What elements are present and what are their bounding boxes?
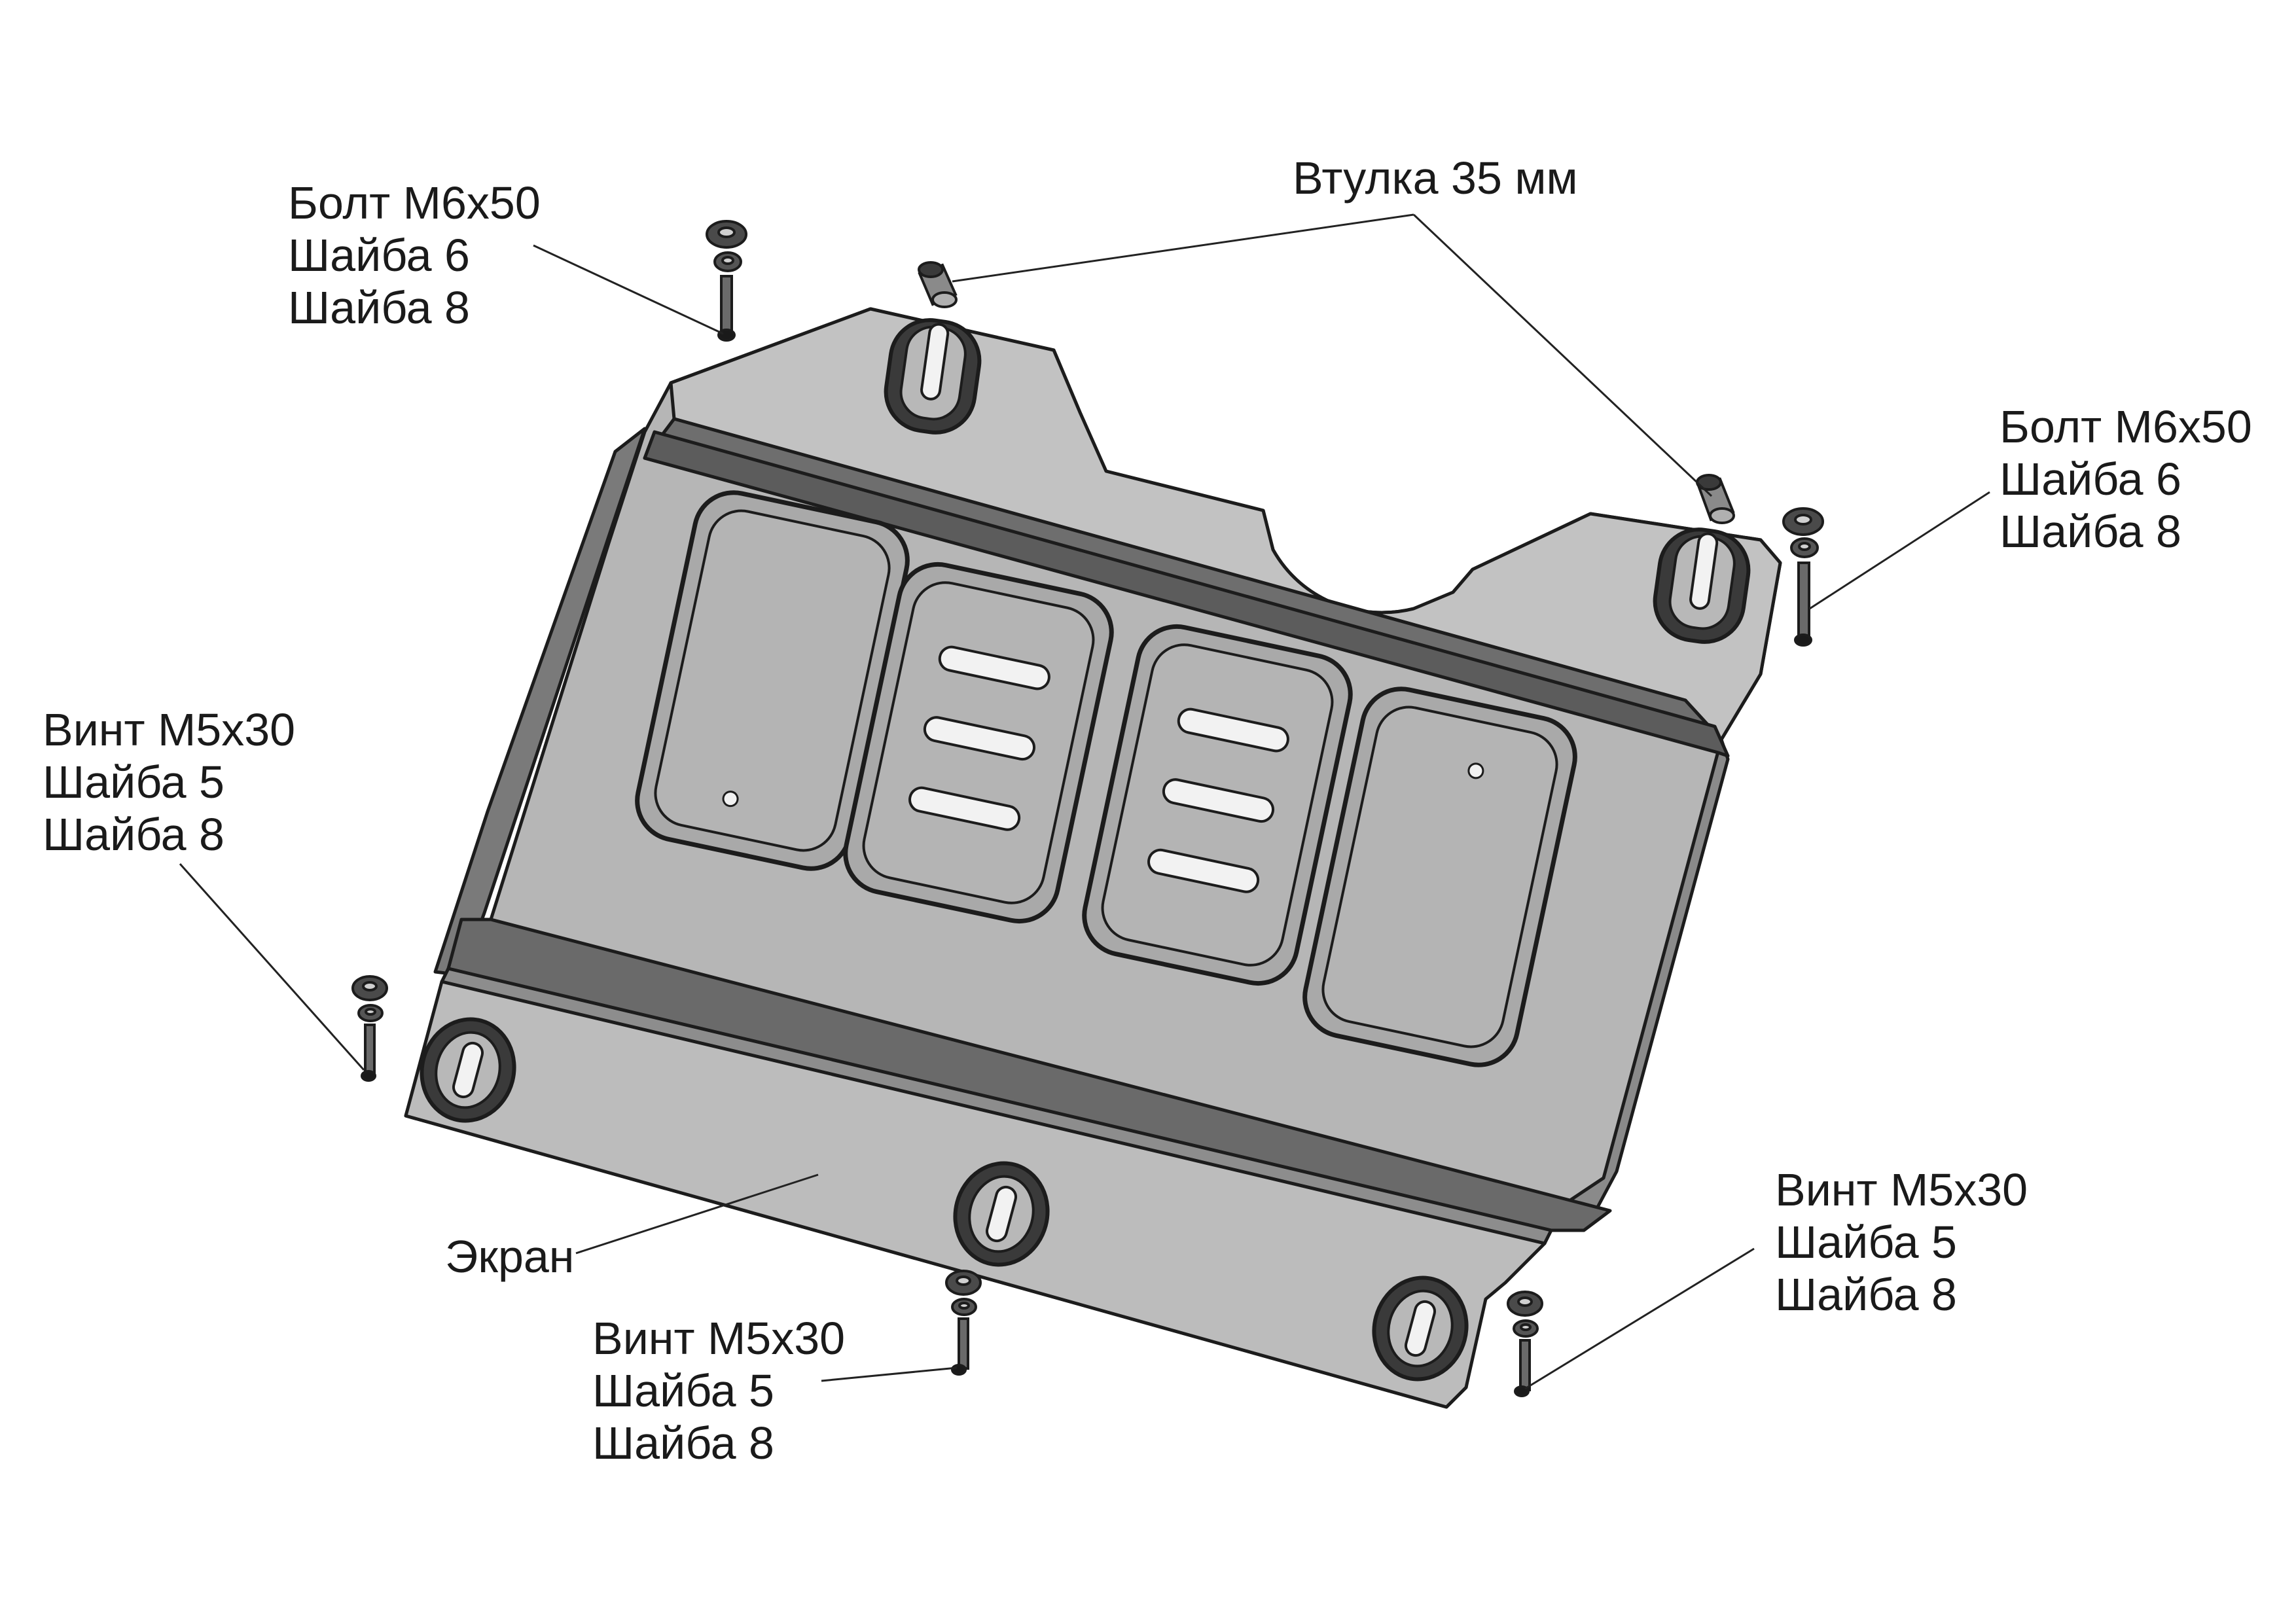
screw-m5-bottom-right (1507, 1291, 1543, 1397)
label-line: Шайба 8 (592, 1418, 774, 1469)
label-line: Экран (445, 1231, 575, 1282)
top-slot-right (1653, 527, 1751, 644)
leader-screen (575, 1173, 819, 1255)
label-line: Шайба 5 (1775, 1217, 1957, 1268)
leader-top-left (533, 244, 724, 335)
label-line: Втулка 35 мм (1293, 152, 1578, 204)
label-screw-left: Винт М5х30 Шайба 5 Шайба 8 (43, 704, 295, 861)
vent-slot (908, 786, 1021, 831)
vent-slot (923, 716, 1035, 761)
label-screw-bottom-right: Винт М5х30 Шайба 5 Шайба 8 (1775, 1164, 2028, 1321)
bolt-m6-top-right (1782, 507, 1824, 647)
leader-sleeve-right (1412, 213, 1713, 497)
leader-bottom-center (821, 1366, 958, 1382)
leader-bottom-right (1524, 1247, 1755, 1390)
label-line: Шайба 8 (1775, 1269, 1957, 1320)
label-line: Болт М6х50 (2000, 401, 2252, 452)
label-line: Шайба 8 (288, 282, 470, 333)
label-line: Шайба 5 (592, 1365, 774, 1416)
screw-m5-bottom-center (945, 1270, 982, 1376)
leader-top-right (1809, 491, 1990, 610)
plate-window-4 (1302, 687, 1577, 1067)
screw-m5-left (351, 975, 388, 1082)
front-slot-right (1372, 1275, 1469, 1382)
label-line: Шайба 6 (288, 230, 470, 281)
label-line: Шайба 8 (2000, 506, 2181, 557)
label-line: Винт М5х30 (1775, 1164, 2028, 1215)
plate-window-3 (1082, 624, 1353, 986)
label-bolt-top-right: Болт М6х50 Шайба 6 Шайба 8 (2000, 401, 2252, 558)
front-slot-left (420, 1017, 516, 1123)
bolt-m6-top-left (706, 220, 747, 342)
label-line: Винт М5х30 (592, 1313, 846, 1364)
sleeve-right (1696, 474, 1735, 524)
leader-left (179, 863, 365, 1071)
vent-slot (1162, 778, 1274, 823)
vent-slot (1177, 707, 1289, 753)
leader-sleeve-left (952, 213, 1414, 283)
vent-slot (938, 645, 1050, 690)
label-sleeve: Втулка 35 мм (1293, 152, 1578, 204)
top-slot-left (884, 318, 982, 435)
label-line: Винт М5х30 (43, 704, 296, 755)
vent-slot (1147, 848, 1260, 893)
sleeve-left (918, 261, 958, 308)
label-line: Шайба 6 (2000, 454, 2181, 505)
label-bolt-top-left: Болт М6х50 Шайба 6 Шайба 8 (288, 177, 541, 334)
front-slot-center (953, 1161, 1050, 1267)
label-screw-bottom-center: Винт М5х30 Шайба 5 Шайба 8 (592, 1312, 845, 1469)
plate-window-2 (843, 562, 1114, 924)
label-line: Болт М6х50 (288, 177, 541, 228)
plate-window-1 (635, 490, 910, 871)
label-line: Шайба 8 (43, 809, 224, 860)
label-line: Шайба 5 (43, 757, 224, 808)
label-screen: Экран (445, 1230, 574, 1283)
